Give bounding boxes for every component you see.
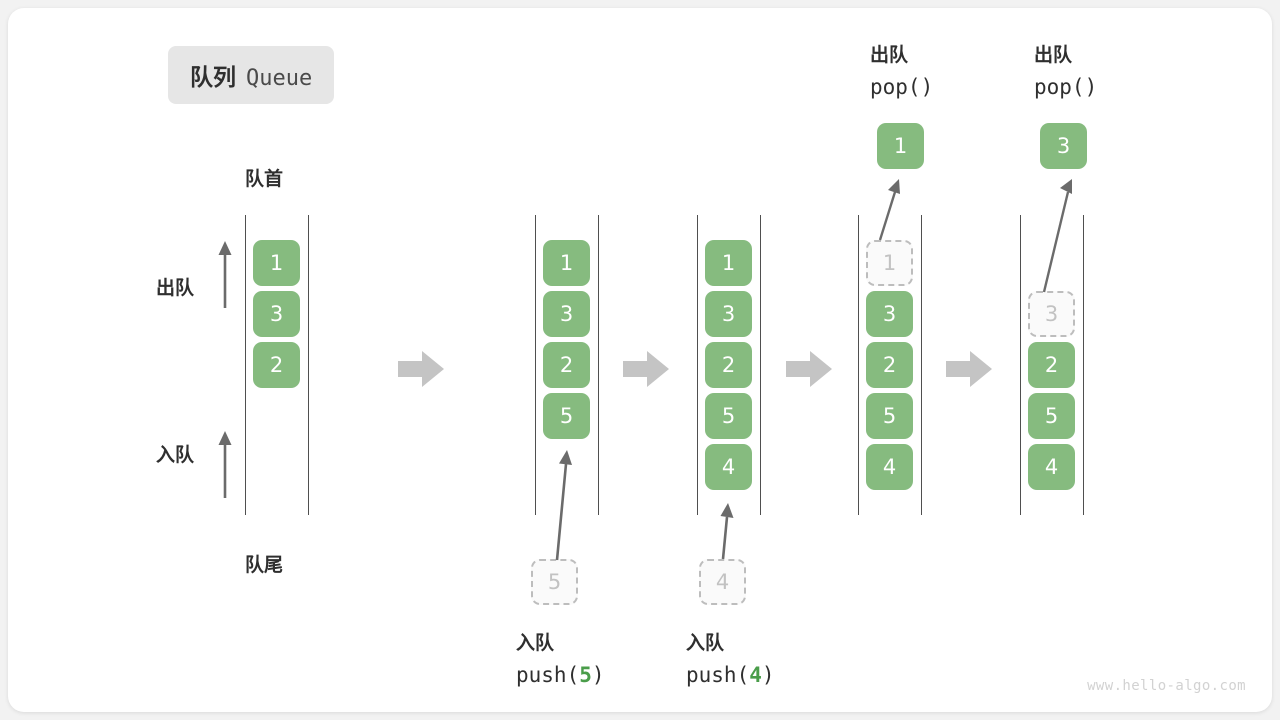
incoming-element-ghost: 5 bbox=[531, 559, 578, 605]
queue-rail-right bbox=[760, 215, 761, 515]
queue-element-removed: 1 bbox=[866, 240, 913, 286]
queue-column-initial: 1 3 2 bbox=[245, 215, 309, 515]
queue-rail-left bbox=[697, 215, 698, 515]
queue-rail-right bbox=[598, 215, 599, 515]
queue-elements-initial: 1 3 2 bbox=[253, 240, 300, 388]
pop-caption-cn: 出队 bbox=[870, 44, 909, 66]
queue-element: 3 bbox=[543, 291, 590, 337]
step-arrow-icon bbox=[946, 351, 992, 387]
push-call-arg: 5 bbox=[579, 663, 592, 687]
queue-element: 3 bbox=[866, 291, 913, 337]
queue-element: 2 bbox=[705, 342, 752, 388]
push-caption-call: push(4) bbox=[686, 663, 775, 687]
pop-3-caption: 出队 pop() bbox=[1034, 40, 1097, 99]
push-arrow-icon bbox=[720, 503, 734, 560]
queue-head-label: 队首 bbox=[245, 168, 284, 190]
pop-caption-cn: 出队 bbox=[1034, 44, 1073, 66]
queue-element: 4 bbox=[1028, 444, 1075, 490]
step-arrow-icon bbox=[786, 351, 832, 387]
queue-element: 1 bbox=[705, 240, 752, 286]
queue-element: 5 bbox=[866, 393, 913, 439]
queue-element: 3 bbox=[253, 291, 300, 337]
pop-call-suffix: ) bbox=[1084, 75, 1098, 99]
queue-rail-left bbox=[245, 215, 246, 515]
push-call-prefix: push( bbox=[686, 663, 750, 687]
queue-elements-after-pop-1: 1 3 2 5 4 bbox=[866, 240, 913, 490]
outgoing-element: 1 bbox=[877, 123, 924, 169]
queue-rail-left bbox=[858, 215, 859, 515]
queue-element-removed: 3 bbox=[1028, 291, 1075, 337]
queue-elements-after-push-5: 1 3 2 5 bbox=[543, 240, 590, 439]
push-call-arg: 4 bbox=[749, 663, 762, 687]
queue-rail-right bbox=[1083, 215, 1084, 515]
queue-element: 5 bbox=[1028, 393, 1075, 439]
diagram-title-badge: 队列 Queue bbox=[168, 46, 335, 104]
outgoing-element: 3 bbox=[1040, 123, 1087, 169]
queue-elements-after-pop-3: 3 2 5 4 bbox=[1028, 291, 1075, 490]
queue-element: 2 bbox=[253, 342, 300, 388]
pop-arrow-icon bbox=[1042, 179, 1072, 293]
incoming-element-ghost: 4 bbox=[699, 559, 746, 605]
push-4-caption: 入队 push(4) bbox=[686, 628, 775, 687]
push-call-prefix: push( bbox=[516, 663, 580, 687]
diagram-card: 队列 Queue 队首 队尾 出队 入队 1 3 2 1 3 2 5 bbox=[8, 8, 1272, 712]
queue-column-after-push-4: 1 3 2 5 4 bbox=[697, 215, 761, 515]
queue-element: 1 bbox=[253, 240, 300, 286]
dequeue-direction-arrow-icon bbox=[218, 241, 232, 308]
queue-element: 5 bbox=[705, 393, 752, 439]
title-english: Queue bbox=[246, 66, 313, 91]
push-call-suffix: ) bbox=[591, 663, 605, 687]
step-arrow-icon bbox=[398, 351, 444, 387]
pop-1-caption: 出队 pop() bbox=[870, 40, 933, 99]
push-arrow-icon bbox=[555, 450, 572, 561]
queue-element-new: 4 bbox=[705, 444, 752, 490]
dequeue-direction-label: 出队 bbox=[156, 277, 195, 299]
pop-arrow-icon bbox=[878, 179, 900, 241]
pop-caption-call: pop() bbox=[870, 75, 933, 99]
queue-element: 2 bbox=[543, 342, 590, 388]
queue-rail-right bbox=[308, 215, 309, 515]
pop-call-prefix: pop( bbox=[1034, 75, 1085, 99]
queue-element: 3 bbox=[705, 291, 752, 337]
queue-rail-left bbox=[1020, 215, 1021, 515]
queue-element: 2 bbox=[1028, 342, 1075, 388]
push-5-caption: 入队 push(5) bbox=[516, 628, 605, 687]
queue-column-after-push-5: 1 3 2 5 bbox=[535, 215, 599, 515]
push-caption-cn: 入队 bbox=[686, 632, 725, 654]
queue-element: 1 bbox=[543, 240, 590, 286]
pop-call-suffix: ) bbox=[920, 75, 934, 99]
queue-element: 4 bbox=[866, 444, 913, 490]
title-chinese: 队列 bbox=[190, 65, 236, 91]
queue-column-after-pop-1: 1 3 2 5 4 bbox=[858, 215, 922, 515]
watermark: www.hello-algo.com bbox=[1087, 678, 1246, 694]
enqueue-direction-arrow-icon bbox=[218, 431, 232, 498]
push-caption-call: push(5) bbox=[516, 663, 605, 687]
queue-elements-after-push-4: 1 3 2 5 4 bbox=[705, 240, 752, 490]
queue-column-after-pop-3: 3 2 5 4 bbox=[1020, 215, 1084, 515]
queue-element: 2 bbox=[866, 342, 913, 388]
step-arrow-icon bbox=[623, 351, 669, 387]
queue-rail-right bbox=[921, 215, 922, 515]
pop-call-prefix: pop( bbox=[870, 75, 921, 99]
queue-element-new: 5 bbox=[543, 393, 590, 439]
queue-rail-left bbox=[535, 215, 536, 515]
push-call-suffix: ) bbox=[761, 663, 775, 687]
pop-caption-call: pop() bbox=[1034, 75, 1097, 99]
enqueue-direction-label: 入队 bbox=[156, 444, 195, 466]
queue-tail-label: 队尾 bbox=[245, 554, 284, 576]
push-caption-cn: 入队 bbox=[516, 632, 555, 654]
